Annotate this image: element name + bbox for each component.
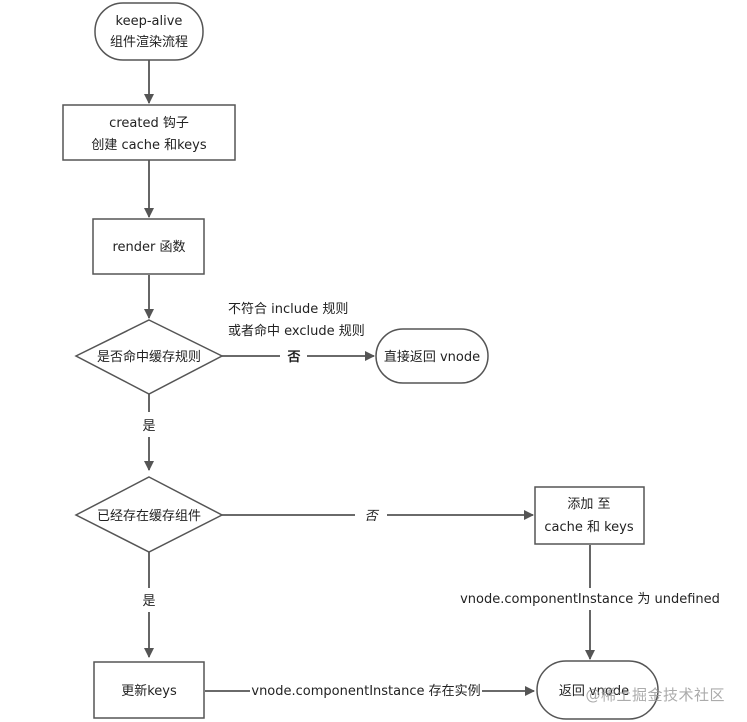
update-keys-process [93, 661, 205, 719]
cached-no-label: 否 [364, 509, 379, 524]
return-vnode-direct-label: 直接返回 vnode [384, 349, 480, 365]
return-vnode-direct-terminator [375, 328, 489, 384]
created-process [62, 104, 236, 161]
start-label-line-2: 组件渲染流程 [110, 35, 188, 50]
rule-no-note-line-1: 不符合 include 规则 [228, 301, 348, 317]
cache-rule-decision [74, 319, 224, 395]
add-to-cache-process [534, 486, 645, 545]
cached-yes-label: 是 [142, 594, 155, 609]
created-label-line-2: 创建 cache 和keys [91, 138, 207, 153]
rule-no-note-line-2: 或者命中 exclude 规则 [228, 323, 365, 339]
watermark: @稀土掘金技术社区 [585, 686, 725, 704]
created-label-line-1: created 钩子 [109, 116, 189, 131]
nodes [62, 2, 659, 720]
cache-rule-decision-label: 是否命中缓存规则 [97, 349, 201, 365]
rule-no-label: 否 [286, 350, 300, 365]
node-labels: keep-alive 组件渲染流程 created 钩子 创建 cache 和k… [91, 14, 634, 699]
cached-decision-label: 已经存在缓存组件 [97, 509, 201, 524]
add-to-end-label: vnode.componentInstance 为 undefined [460, 592, 720, 607]
render-label: render 函数 [112, 240, 185, 255]
add-to-cache-label-line-2: cache 和 keys [544, 520, 634, 535]
rule-yes-label: 是 [142, 419, 155, 434]
return-vnode-end-terminator [536, 660, 659, 720]
start-label-line-1: keep-alive [116, 14, 183, 29]
edges [144, 60, 595, 696]
return-vnode-end-label: 返回 vnode [559, 684, 629, 699]
update-keys-label: 更新keys [121, 683, 177, 699]
start-terminator [94, 2, 204, 61]
edge-labels: 不符合 include 规则 或者命中 exclude 规则 否 是 否 是 v… [142, 301, 719, 699]
render-process [92, 218, 205, 275]
cached-decision [74, 476, 224, 553]
add-to-cache-label-line-1: 添加 至 [567, 497, 610, 512]
update-to-end-label: vnode.componentInstance 存在实例 [251, 684, 480, 699]
